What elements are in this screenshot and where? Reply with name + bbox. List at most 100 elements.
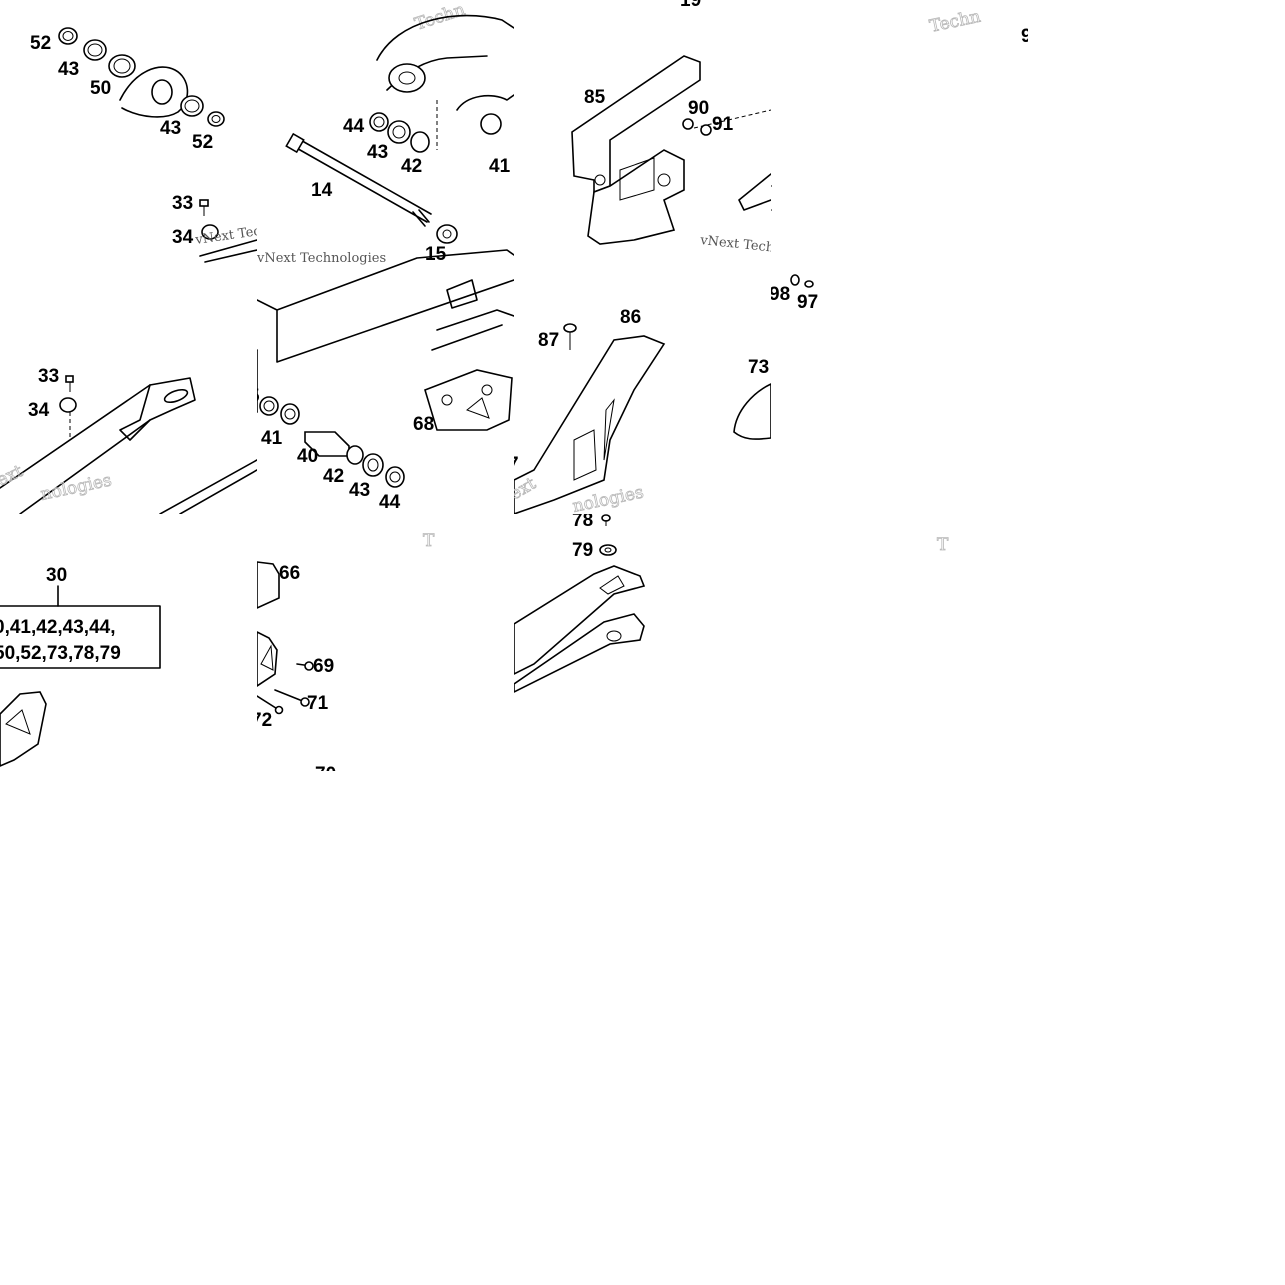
seal-44 [369,112,389,132]
tile-bottom-right: T [771,514,1028,771]
callout-50: 50 [90,78,111,99]
callout-42: 42 [323,466,344,487]
screw-78 [601,514,611,526]
axle-head [285,132,305,154]
watermark-letter: T [937,535,949,555]
kit-line-1: 0,41,42,43,44, [0,617,116,638]
swingarm-end [0,691,47,767]
screw-71 [274,689,310,707]
seal-43-mid [180,95,204,117]
nut-90 [682,118,694,130]
bracket [446,279,478,309]
screw-33-upper [199,199,209,216]
tile-top-right: Techn 9 98 97 [771,0,1028,514]
callout-30: 30 [46,565,67,586]
screw-69 [296,661,314,671]
washer-34-upper [201,224,219,240]
callout-72: 72 [257,710,272,731]
frame-edge [199,239,257,263]
pivot-axle [292,137,432,223]
callout-66: 66 [279,563,300,584]
callout-41: 41 [489,156,511,177]
callout-43: 43 [58,59,79,80]
washer-34-lower [59,397,77,413]
seal-43-top [83,39,107,61]
callout-7: 7 [514,454,519,475]
seal-43 [387,120,411,144]
slider-73 [733,383,771,440]
callout-43: 43 [367,142,388,163]
callout-19: 19 [680,0,701,11]
lever-outline [119,66,189,118]
callout-91: 91 [712,114,734,135]
axle-thread [412,209,430,227]
callout-42: 42 [401,156,422,177]
guard-corner [738,173,771,211]
bearing-50 [108,54,136,78]
chain-guard-85 [571,55,701,194]
callout-85: 85 [584,87,606,108]
part-66 [257,561,280,609]
callout-33: 33 [172,193,193,214]
callout-79: 79 [572,540,593,561]
callout-69: 69 [313,656,334,677]
tile-top-center-right: 19 85 90 91 vNext Technologies 86 87 7 e… [514,0,771,514]
callout-78: 78 [572,514,593,531]
tile-bottom-left: 30 0,41,42,43,44, 50,52,73,78,79 [0,514,257,771]
screw-87 [563,323,577,350]
kit-contents-box [0,605,161,669]
tile-bottom-center-right: 78 79 [514,514,771,771]
nut-15 [436,224,458,244]
callout-87: 87 [538,330,559,351]
screw-33-lower [65,375,74,392]
axle-slot [163,388,189,404]
callout-33: 33 [38,366,59,387]
chain-guide-lower [257,631,278,687]
callout-71: 71 [307,693,329,714]
linkage-bore [480,113,502,135]
callout-90: 90 [688,98,709,119]
callout-41: 41 [261,428,283,449]
tile-top-center-left: Techn 44 43 42 41 14 15 vNext Technologi… [257,0,514,514]
callout-70: 70 [315,764,336,771]
tile-top-left: 52 43 50 43 52 33 34 vNext Technologies [0,0,257,514]
linkage-lower [456,94,514,111]
chain-guide-68 [424,369,513,431]
chain-slider-lower [514,613,645,693]
watermark-text: vNext Technologies [257,251,386,266]
swingarm-plate [257,249,514,363]
callout-98: 98 [771,284,790,305]
kit-line-2: 50,52,73,78,79 [0,643,121,664]
callout-52: 52 [192,132,213,153]
callout-9: 9 [1021,26,1028,47]
watermark-brand: Techn [928,7,983,37]
tile-overlay-right: 73 [714,170,771,450]
bushing-52-mid [207,111,225,127]
bushing-41a [259,396,279,416]
swingarm-lower-edge [159,459,257,514]
callout-5: 5 [257,386,260,407]
bushing-52-top [58,27,78,45]
seal-44 [385,466,405,488]
callout-44: 44 [343,116,365,137]
lever-bore [151,79,173,105]
screw-97 [804,280,814,288]
callout-34: 34 [28,400,50,421]
callout-43: 43 [160,118,181,139]
callout-73: 73 [748,357,769,378]
chain-slider-79 [514,565,646,675]
callout-97: 97 [797,292,818,313]
guard-flap [587,149,685,245]
callout-14: 14 [311,180,333,201]
washer-42 [410,131,430,153]
seal-43 [362,453,384,477]
watermark-text: nologies [39,470,114,505]
bushing-41b [280,403,300,425]
washer-91 [700,124,712,136]
linkage-eye [388,63,426,93]
callout-68: 68 [413,414,434,435]
callout-15: 15 [425,244,447,265]
callout-40: 40 [297,446,318,467]
guide-upper [431,309,514,351]
